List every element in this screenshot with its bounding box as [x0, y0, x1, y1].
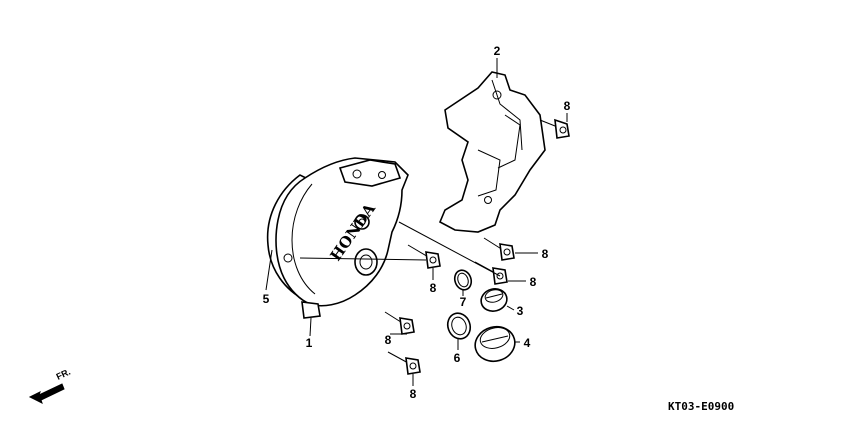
- front-direction-arrow: FR.: [28, 367, 72, 404]
- bolt-top-right: [539, 118, 570, 139]
- callout-5: 5: [263, 292, 270, 306]
- timing-hole-cap: [480, 288, 508, 312]
- bolt-bottom: [387, 351, 421, 375]
- callout-8-mid1: 8: [542, 247, 549, 261]
- callout-8-bottom: 8: [410, 387, 417, 401]
- callout-8-left1: 8: [430, 281, 437, 295]
- callout-8-top: 8: [564, 99, 571, 113]
- bolt-mid-1: [483, 237, 515, 261]
- callout-8-mid2: 8: [530, 275, 537, 289]
- leader-lines: [265, 58, 568, 386]
- diagram-code: KT03-E0900: [668, 400, 734, 413]
- callout-2: 2: [494, 44, 501, 58]
- o-ring-7: [453, 269, 473, 291]
- callout-8-left2: 8: [385, 333, 392, 347]
- o-ring-6: [446, 312, 472, 340]
- bolt-left-1: [407, 244, 441, 269]
- left-crankcase-cover: HONDA: [266, 157, 409, 319]
- fr-label: FR.: [55, 367, 72, 382]
- bolt-left-2: [384, 311, 415, 335]
- callout-6: 6: [454, 351, 461, 365]
- callout-1: 1: [306, 336, 313, 350]
- callout-3: 3: [517, 304, 524, 318]
- crankshaft-hole-cap: [474, 325, 516, 363]
- callout-4: 4: [524, 336, 531, 350]
- callout-7: 7: [460, 295, 467, 309]
- sprocket-cover: [438, 71, 546, 233]
